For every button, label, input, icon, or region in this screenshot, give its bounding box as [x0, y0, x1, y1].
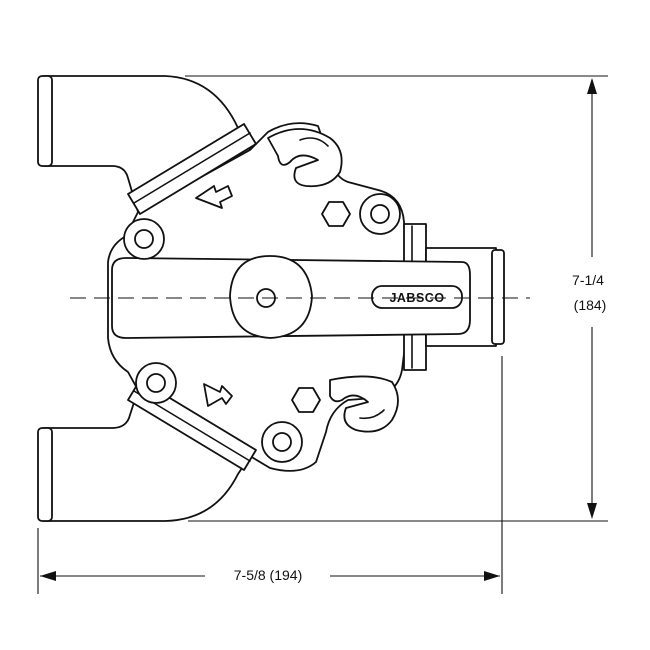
lower-cam — [329, 375, 399, 433]
brand-plate: JABSCO — [371, 285, 463, 309]
height-dimension-inches: 7-1/4 — [572, 272, 604, 288]
lower-port — [37, 389, 251, 522]
dimension-lines — [37, 75, 608, 594]
width-dimension: 7-5/8 (194) — [234, 567, 302, 583]
height-dimension-mm: (184) — [574, 297, 607, 313]
flow-arrow-upper — [195, 185, 233, 209]
upper-cam — [267, 128, 343, 188]
flow-arrow-lower — [203, 383, 233, 407]
hex-nuts — [291, 201, 351, 413]
upper-side-plate — [127, 123, 257, 215]
mounting-bolts — [123, 193, 401, 463]
